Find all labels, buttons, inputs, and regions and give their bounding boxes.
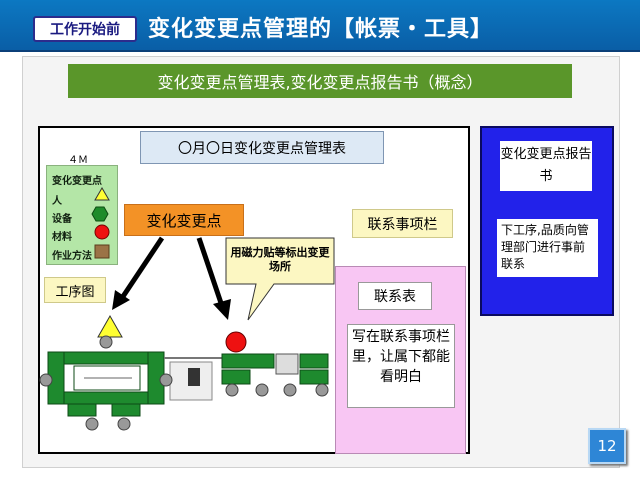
header-tag: 工作开始前	[33, 16, 137, 42]
liaison-text: 写在联系事项栏里，让属下都能看明白	[347, 324, 455, 408]
management-table-title: 〇月〇日变化变更点管理表	[140, 131, 384, 164]
change-point-box: 变化变更点	[124, 204, 244, 236]
legend-item-material: 材料	[52, 232, 72, 243]
banner-title: 变化变更点管理表,变化变更点报告书（概念）	[68, 64, 572, 98]
four-m-label: ４Ｍ	[68, 155, 88, 166]
report-text: 下工序,品质向管理部门进行事前联系	[497, 219, 598, 277]
liaison-heading: 联系表	[358, 282, 432, 310]
legend-box: 变化变更点 人 设备 材料 作业方法	[46, 165, 118, 265]
legend-item-person: 人	[52, 196, 62, 207]
legend-heading: 变化变更点	[52, 176, 102, 187]
callout-text: 用磁力贴等标出变更场所	[230, 246, 330, 273]
legend-item-method: 作业方法	[52, 251, 92, 262]
page-number: 12	[588, 428, 626, 464]
process-chart-label: 工序图	[44, 277, 106, 303]
liaison-column-label: 联系事项栏	[352, 209, 453, 238]
report-heading: 变化变更点报告书	[500, 141, 592, 191]
legend-item-equipment: 设备	[52, 214, 72, 225]
page-title: 变化变更点管理的【帐票・工具】	[148, 17, 494, 42]
